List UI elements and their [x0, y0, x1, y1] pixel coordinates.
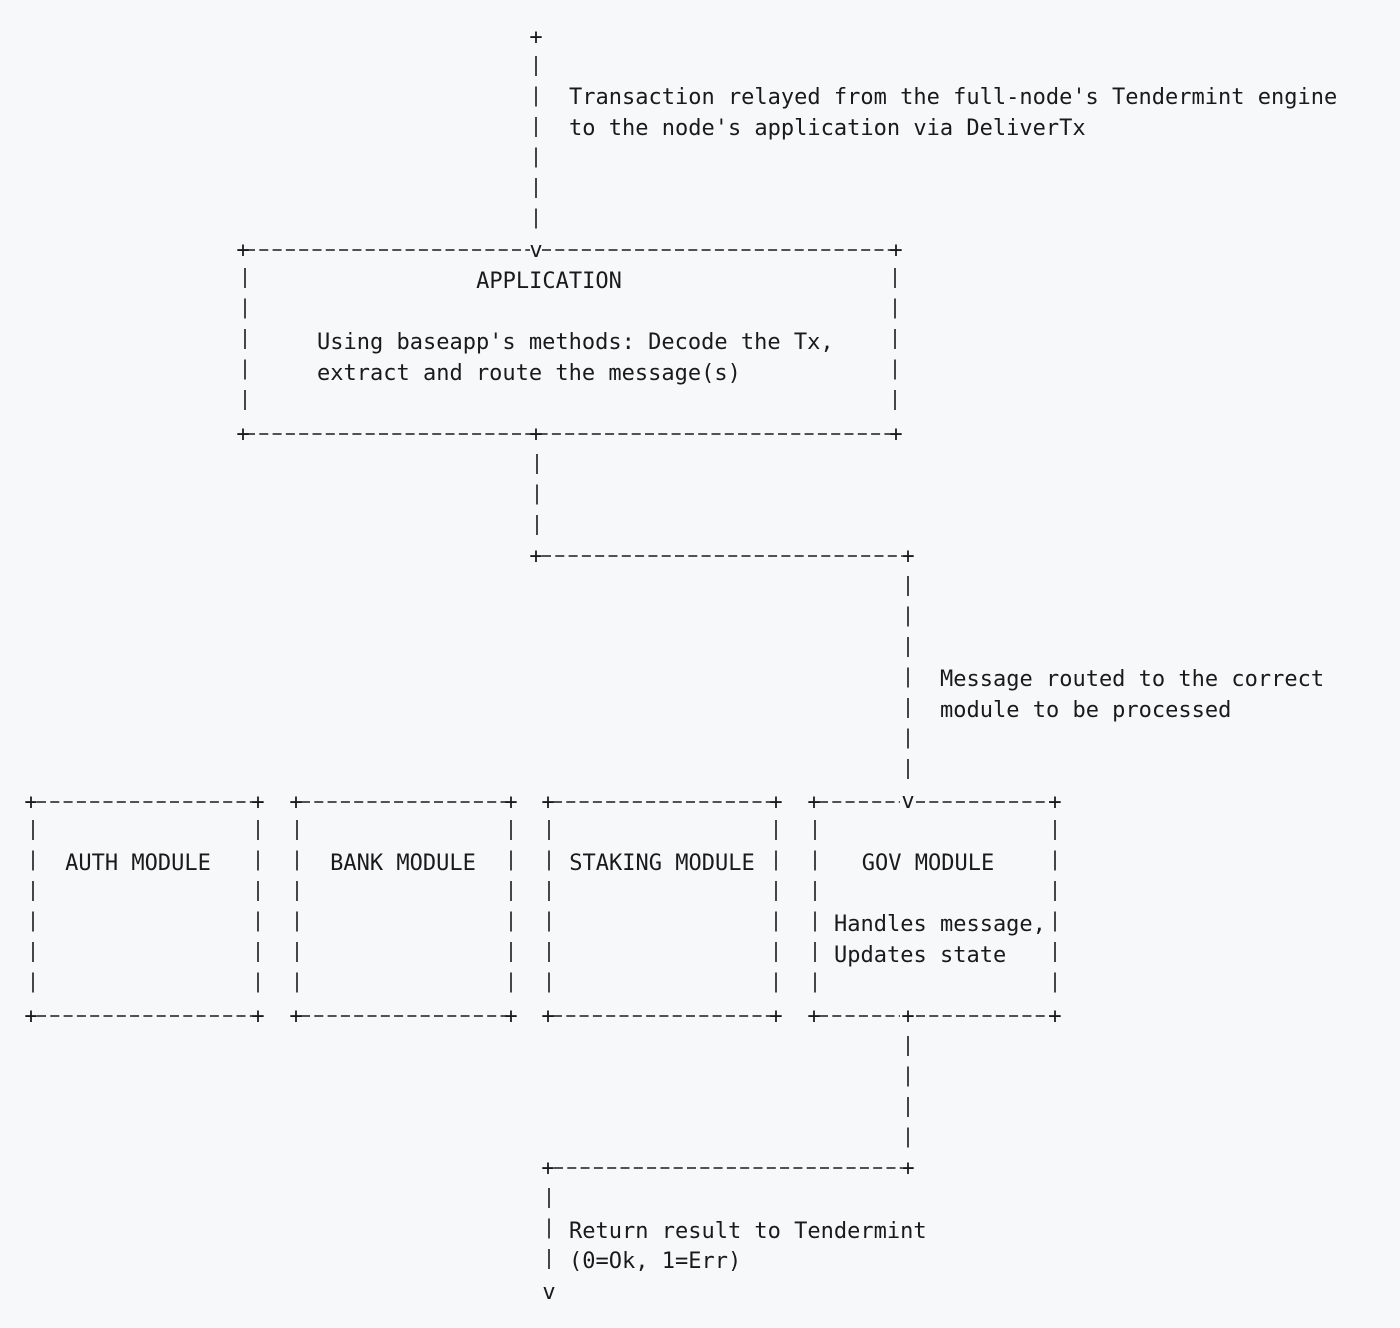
staking-corner-glyph: +	[541, 1004, 554, 1029]
routing-note-line-1: Message routed to the correct	[940, 667, 1324, 692]
gov-corner-glyph: +	[1048, 1004, 1061, 1029]
auth-corner-glyph: +	[24, 1004, 37, 1029]
staking-module-title: STAKING MODULE	[569, 851, 754, 876]
auth-module-box: + + + + AUTH MODULE	[24, 790, 264, 1029]
top-note-line-1: Transaction relayed from the full-node's…	[569, 85, 1337, 110]
application-corner-glyph: +	[889, 238, 902, 263]
gov-arrow-in: v	[901, 789, 914, 814]
routing-note-line-2: module to be processed	[940, 698, 1231, 723]
application-line-1: Using baseapp's methods: Decode the Tx,	[317, 330, 834, 355]
application-arrow-in: v	[529, 238, 542, 263]
application-line-2: extract and route the message(s)	[317, 361, 741, 386]
return-arrow-glyph: v	[542, 1280, 555, 1305]
gov-module-title: GOV MODULE	[862, 851, 994, 876]
gov-corner-glyph: +	[901, 1004, 914, 1029]
gov-module-line-1: Handles message,	[834, 912, 1046, 937]
staking-module-box: + + + + STAKING MODULE	[541, 790, 782, 1029]
application-corner-glyph: +	[236, 238, 249, 263]
bank-module-box: + + + + BANK MODULE	[289, 790, 517, 1029]
top-note-line-2: to the node's application via DeliverTx	[569, 116, 1086, 141]
gov-corner-glyph: +	[807, 790, 820, 815]
gov-module-box: + + + + + v GOV MODULE Handles message, …	[807, 789, 1061, 1029]
top-plus-glyph: +	[529, 25, 542, 50]
bank-corner-glyph: +	[289, 1004, 302, 1029]
auth-corner-glyph: +	[251, 1004, 264, 1029]
gov-corner-glyph: +	[1048, 790, 1061, 815]
gov-corner-glyph: +	[807, 1004, 820, 1029]
route-corner-glyph: +	[529, 544, 542, 569]
bank-corner-glyph: +	[289, 790, 302, 815]
staking-corner-glyph: +	[769, 790, 782, 815]
result-note-line-2: (0=Ok, 1=Err)	[569, 1249, 741, 1274]
gov-module-line-2: Updates state	[834, 943, 1006, 968]
application-title: APPLICATION	[476, 269, 622, 294]
application-corner-glyph: +	[529, 422, 542, 447]
auth-module-title: AUTH MODULE	[65, 851, 211, 876]
bank-corner-glyph: +	[504, 1004, 517, 1029]
auth-corner-glyph: +	[24, 790, 37, 815]
bank-corner-glyph: +	[504, 790, 517, 815]
result-note-line-1: Return result to Tendermint	[569, 1219, 927, 1244]
return-corner-glyph: +	[901, 1156, 914, 1181]
return-corner-glyph: +	[541, 1156, 554, 1181]
application-corner-glyph: +	[236, 422, 249, 447]
staking-corner-glyph: +	[769, 1004, 782, 1029]
route-corner-glyph: +	[901, 544, 914, 569]
staking-corner-glyph: +	[541, 790, 554, 815]
auth-corner-glyph: +	[251, 790, 264, 815]
bank-module-title: BANK MODULE	[330, 851, 476, 876]
application-corner-glyph: +	[889, 422, 902, 447]
application-box: + + + + + v APPLICATION Using baseapp's …	[236, 238, 902, 447]
